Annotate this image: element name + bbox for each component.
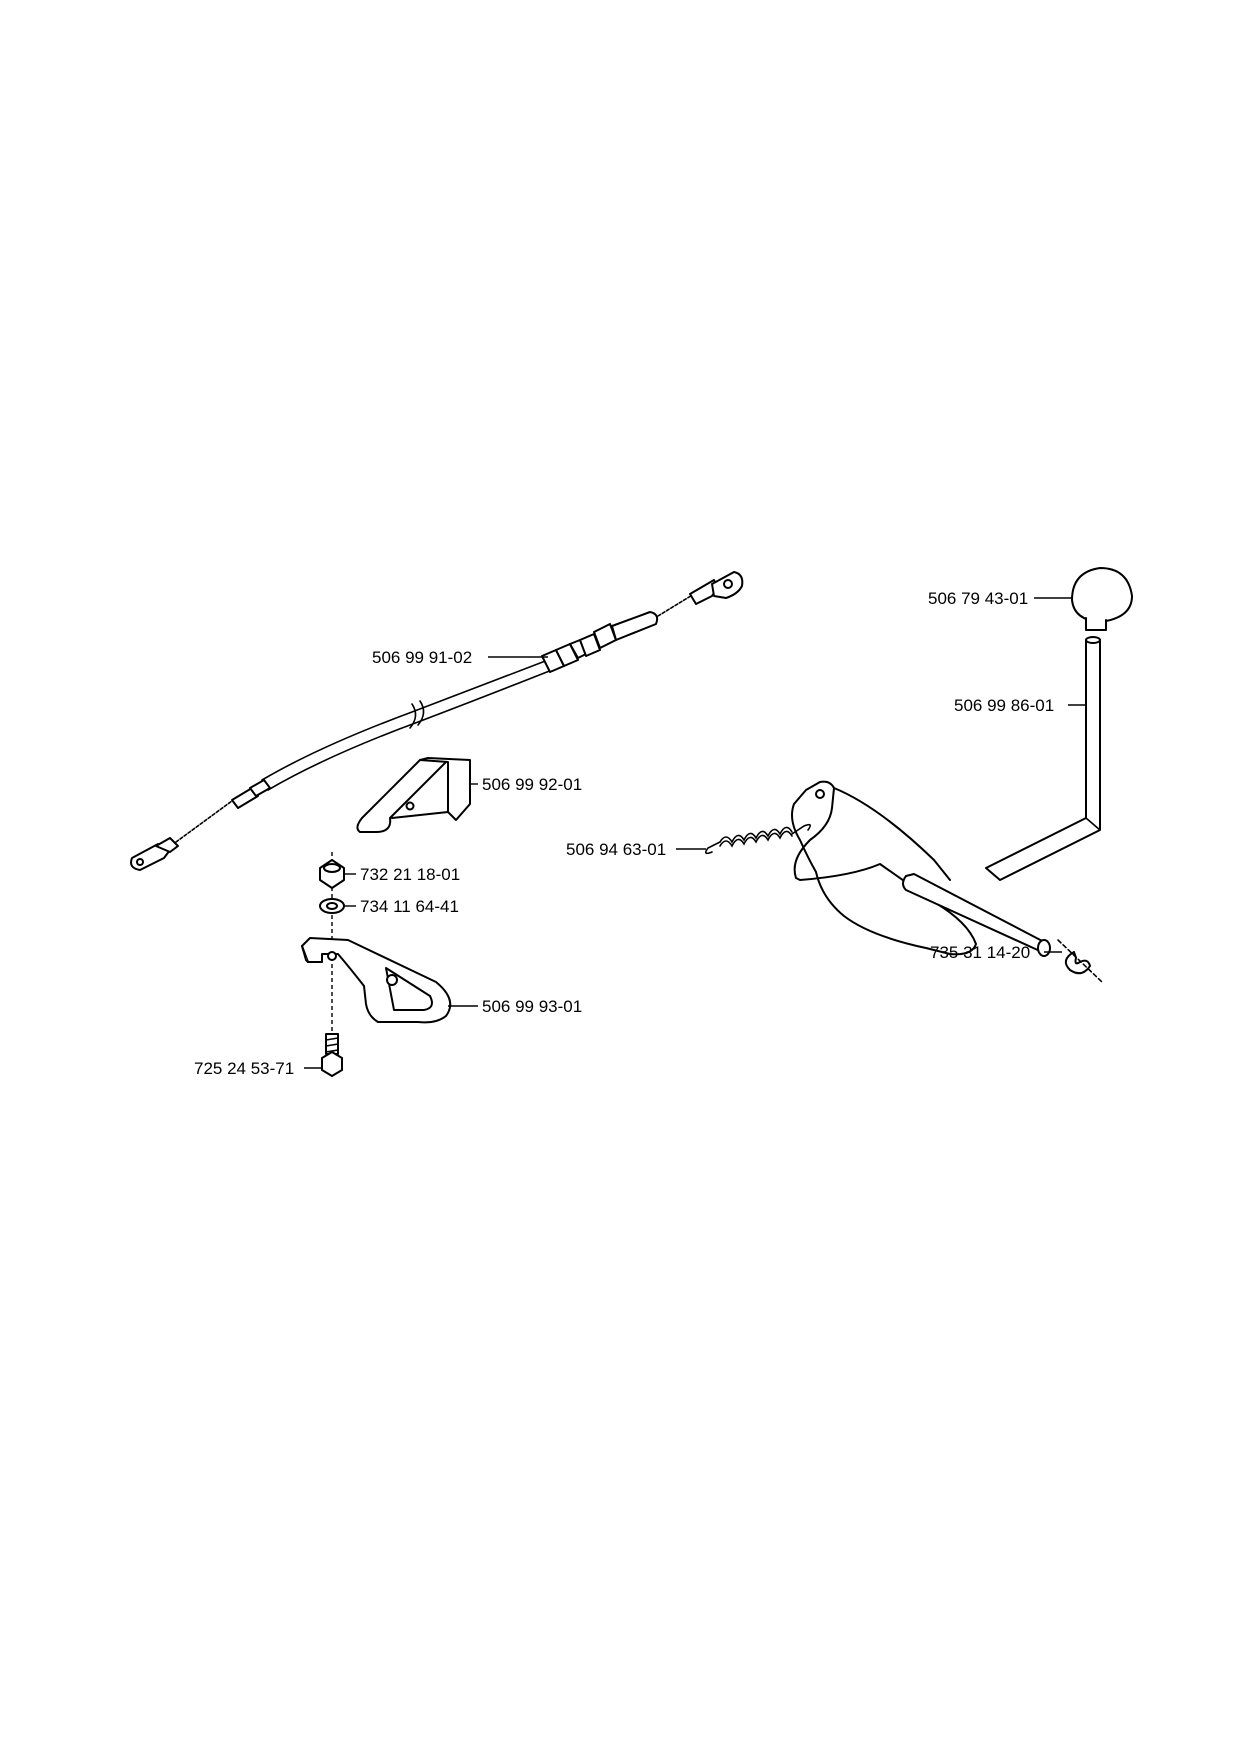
label-cable: 506 99 91-02 bbox=[372, 648, 472, 667]
tension-spring-icon bbox=[704, 823, 812, 855]
label-lever-plate: 506 99 93-01 bbox=[482, 997, 582, 1016]
label-lock-nut: 732 21 18-01 bbox=[360, 865, 460, 884]
label-knob: 506 79 43-01 bbox=[928, 589, 1028, 608]
control-cable-icon bbox=[130, 571, 744, 871]
label-circlip: 735 31 14-20 bbox=[930, 943, 1030, 962]
lever-plate-icon bbox=[301, 937, 452, 1024]
label-washer: 734 11 64-41 bbox=[360, 897, 459, 916]
label-spring: 506 94 63-01 bbox=[566, 840, 666, 859]
circlip-icon bbox=[1057, 939, 1103, 983]
hex-screw-icon bbox=[321, 1033, 343, 1077]
label-control-rod: 506 99 86-01 bbox=[954, 696, 1054, 715]
bent-rod-icon bbox=[985, 636, 1101, 881]
hex-nut-icon bbox=[319, 859, 345, 889]
flat-washer-icon bbox=[319, 898, 345, 914]
knob-icon bbox=[1071, 567, 1133, 631]
angle-bracket-icon bbox=[356, 757, 471, 833]
label-bracket: 506 99 92-01 bbox=[482, 775, 582, 794]
label-screw: 725 24 53-71 bbox=[194, 1059, 294, 1078]
main-lever-icon bbox=[791, 780, 1051, 957]
leader-lines bbox=[304, 597, 1086, 1069]
